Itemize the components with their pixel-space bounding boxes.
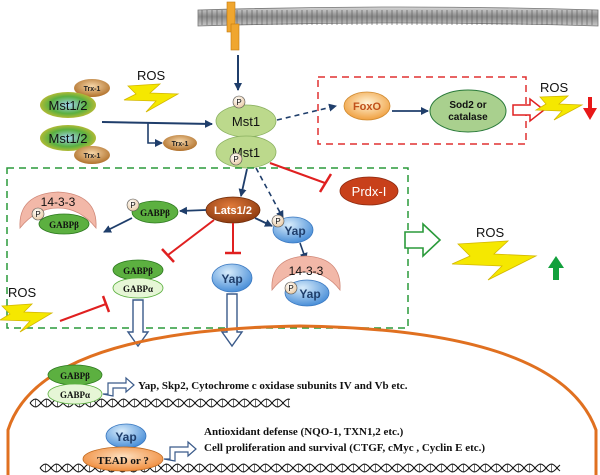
- transcription-arrow: [163, 440, 197, 462]
- mst12-label: Mst1/2: [48, 98, 87, 113]
- phospho-marker: [31, 207, 45, 221]
- phospho-label: P: [236, 98, 241, 107]
- tead-node: [82, 446, 164, 472]
- phospho-label: P: [130, 201, 135, 210]
- trx1-complex-upper: Trx-1 Mst1/2: [40, 79, 110, 118]
- phospho-marker: [271, 214, 285, 228]
- ros-inhibits-gabp-line: [59, 303, 107, 322]
- gabpa-node: [47, 383, 103, 405]
- 1433-protein: [19, 191, 97, 230]
- mst1-to-yap-dashed-arrow: [255, 167, 284, 219]
- phospho-label: P: [35, 210, 40, 219]
- phospho-marker: [284, 281, 298, 295]
- phospho-marker: [126, 198, 140, 212]
- phospho-marker: [232, 95, 246, 109]
- hollow-arrow-icon: [404, 222, 442, 258]
- gabpb-label: GABPβ: [140, 208, 170, 218]
- trx1-release-arrow: [147, 123, 163, 147]
- lats-to-gabpb-arrow: [179, 206, 207, 215]
- mst1-to-foxo-dashed-arrow: [276, 103, 337, 121]
- yap-label: Yap: [115, 430, 136, 444]
- ros-label: ROS: [540, 80, 569, 95]
- gabpa-label: GABPα: [123, 284, 153, 294]
- lats-to-yap-arrow: [254, 217, 273, 227]
- ros-label: ROS: [476, 225, 505, 240]
- phospho-label: P: [275, 217, 280, 226]
- tead-label: TEAD or ?: [97, 455, 149, 467]
- gabp-targets-text: Yap, Skp2, Cytochrome c oxidase subunits…: [138, 380, 408, 392]
- foxo-node: [343, 91, 391, 121]
- inhibition-bar: [161, 248, 175, 263]
- trx1-node: [163, 135, 197, 151]
- mst1-to-lats-arrow: [238, 168, 248, 197]
- sod2-catalase-node: [429, 89, 507, 133]
- lats-inhibits-gabp-line: [167, 219, 215, 256]
- yap-targets-text: Cell proliferation and survival (CTGF, c…: [204, 442, 485, 454]
- gabpa-label: GABPα: [60, 390, 90, 400]
- ros-bolt-icon: [534, 95, 584, 121]
- nuclear-translocation-arrow: [126, 299, 150, 348]
- yap-node: [211, 263, 253, 293]
- nucleus-envelope: [6, 324, 598, 475]
- inhibition-bar: [318, 173, 333, 193]
- cell-membrane: [197, 6, 599, 27]
- ros-label: ROS: [137, 68, 166, 83]
- gabpb-label: GABPβ: [60, 371, 90, 381]
- ros-label: ROS: [8, 285, 37, 300]
- gabpb-label: GABPβ: [49, 220, 79, 230]
- catalase-label: catalase: [448, 112, 488, 123]
- yap-label: Yap: [221, 272, 242, 286]
- transcription-arrow: [102, 376, 135, 397]
- trx1-label: Trx-1: [84, 153, 101, 160]
- prdx-node: [339, 176, 399, 206]
- gabpb-node: [38, 213, 90, 235]
- 1433-label: 14-3-3: [289, 264, 324, 278]
- mst1-label: Mst1: [232, 114, 260, 129]
- phospho-marker: [229, 152, 243, 166]
- down-arrow-icon: [583, 97, 597, 120]
- yap-label: Yap: [284, 224, 305, 238]
- prdx-label: Prdx-I: [352, 184, 387, 199]
- ros-bolt-icon: [0, 303, 54, 333]
- yap-targets-text: Antioxidant defense (NQO-1, TXN1,2 etc.): [204, 426, 404, 438]
- trx1-complex-lower: Mst1/2 Trx-1: [40, 125, 110, 164]
- gabpb-node: [131, 200, 179, 224]
- gabpb-to-1433-arrow: [103, 217, 133, 233]
- hollow-arrow-icon: [512, 97, 546, 123]
- trx1-label: Trx-1: [84, 86, 101, 93]
- mst12-node: [40, 125, 96, 151]
- foxo-label: FoxO: [353, 101, 382, 113]
- lats-label: Lats1/2: [214, 205, 252, 217]
- trx1-node: [74, 146, 110, 164]
- activation-arrow: [101, 119, 213, 128]
- trx1-label: Trx-1: [172, 141, 189, 148]
- prdx-inhibition-line: [269, 162, 326, 184]
- sod2-label: Sod2 or: [449, 100, 486, 111]
- mst12-label: Mst1/2: [48, 131, 87, 146]
- ros-bolt-icon: [451, 240, 538, 281]
- ros-bolt-icon: [123, 83, 180, 113]
- gabpa-node: [112, 277, 164, 299]
- 1433-label: 14-3-3: [41, 195, 76, 209]
- trx1-node: [74, 79, 110, 97]
- phospho-label: P: [288, 284, 293, 293]
- nuclear-translocation-arrow: [220, 293, 244, 348]
- mst12-node: [40, 92, 96, 118]
- up-arrow-icon: [548, 256, 564, 280]
- inhibition-bar: [101, 295, 111, 313]
- mst1-dimer: Mst1 Mst1 P P: [215, 95, 277, 169]
- 1433-protein: [271, 255, 341, 292]
- yap-label: Yap: [299, 287, 320, 301]
- gabpb-label: GABPβ: [123, 266, 153, 276]
- phospho-label: P: [233, 155, 238, 164]
- membrane-receptor: [226, 1, 240, 51]
